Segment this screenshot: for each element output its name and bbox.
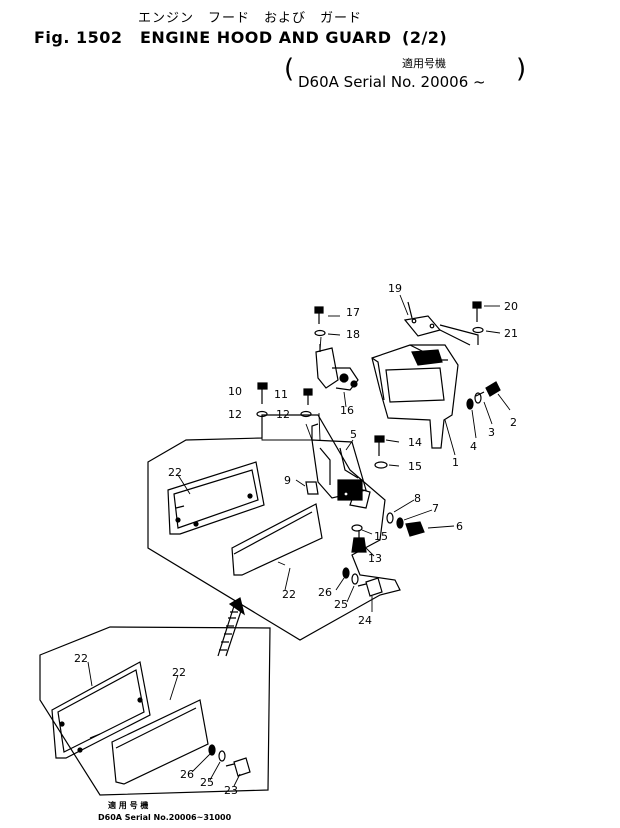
- callout-8: 8: [414, 492, 421, 505]
- inset-guard-part-22-b: [111, 699, 209, 785]
- callout-22-upper-b: 22: [282, 588, 296, 601]
- callout-22-upper-a: 22: [168, 466, 182, 479]
- plate-part-19: [403, 301, 479, 346]
- callout-19: 19: [388, 282, 402, 295]
- bolt-part-14: [374, 435, 385, 456]
- bolt-part-23: [225, 757, 251, 777]
- applicable-label-jp: 適用号機: [402, 57, 446, 70]
- bolt-part-11: [303, 388, 313, 405]
- hood-part-1: [371, 344, 459, 449]
- callout-24: 24: [358, 614, 372, 627]
- guard-part-22-upper-a: [167, 461, 265, 535]
- washer-part-26-inset: [208, 744, 216, 756]
- callout-16: 16: [340, 404, 354, 417]
- figure-number: Fig. 1502: [34, 28, 123, 47]
- callout-18: 18: [346, 328, 360, 341]
- inset-arrow: [217, 597, 245, 657]
- callout-23: 23: [224, 784, 238, 797]
- callout-17: 17: [346, 306, 360, 319]
- callout-10: 10: [228, 385, 242, 398]
- callout-12-left: 12: [228, 408, 242, 421]
- washer-part-12-left: [256, 410, 268, 418]
- callout-26-upper: 26: [318, 586, 332, 599]
- callout-4: 4: [470, 440, 477, 453]
- bolt-part-6: [405, 521, 425, 537]
- callout-21: 21: [504, 327, 518, 340]
- callout-25-inset: 25: [200, 776, 214, 789]
- leader-lines: [87, 294, 511, 787]
- guard-part-22-upper-b: [231, 503, 323, 576]
- washer-part-18: [314, 329, 326, 337]
- callout-7: 7: [432, 502, 439, 515]
- serial-open-paren: (: [284, 54, 295, 84]
- bolt-part-10: [257, 382, 268, 404]
- washer-part-15-upper: [374, 461, 388, 469]
- callout-11: 11: [274, 388, 288, 401]
- sheet-indicator: (2/2): [402, 28, 448, 47]
- figure-title: ENGINE HOOD AND GUARD: [140, 28, 392, 47]
- callout-5: 5: [350, 428, 357, 441]
- washer-part-4: [466, 398, 474, 410]
- washer-part-8: [386, 512, 394, 524]
- bolt-part-13: [351, 530, 367, 553]
- bolt-part-17: [314, 306, 324, 324]
- callout-numbers: 1 2 3 4 5 6 7 8 9 10 11 12 12 13 14 15 1…: [74, 282, 518, 797]
- block-part-9: [305, 481, 319, 495]
- callout-9: 9: [284, 474, 291, 487]
- inset-guard-part-22-a: [51, 661, 151, 759]
- callout-20: 20: [504, 300, 518, 313]
- callout-3: 3: [488, 426, 495, 439]
- inset-outline: [39, 626, 271, 796]
- inset-serial-range: D60A Serial No.20006~31000: [98, 813, 232, 822]
- callout-2: 2: [510, 416, 517, 429]
- bolt-part-20: [472, 301, 482, 322]
- serial-range: D60A Serial No. 20006 ~: [298, 73, 486, 91]
- washer-part-3: [474, 392, 482, 404]
- bolt-part-24: [357, 577, 383, 597]
- callout-1: 1: [452, 456, 459, 469]
- japanese-title: エンジン フード および ガード: [138, 11, 363, 26]
- callout-15-lower: 15: [374, 530, 388, 543]
- callout-26-inset: 26: [180, 768, 194, 781]
- washer-part-25-inset: [218, 750, 226, 762]
- washer-part-21: [472, 326, 484, 334]
- inset-applicable-label-jp: 適 用 号 機: [108, 801, 149, 810]
- washer-part-15-lower: [351, 524, 363, 532]
- callout-25-upper: 25: [334, 598, 348, 611]
- washer-part-26-upper: [342, 567, 350, 579]
- washer-part-7: [396, 517, 404, 529]
- washer-part-25-upper: [351, 573, 359, 585]
- callout-22-inset-b: 22: [172, 666, 186, 679]
- serial-close-paren: ): [516, 54, 527, 84]
- callout-14: 14: [408, 436, 422, 449]
- callout-13: 13: [368, 552, 382, 565]
- callout-22-inset-a: 22: [74, 652, 88, 665]
- callout-15-upper: 15: [408, 460, 422, 473]
- callout-12-right: 12: [276, 408, 290, 421]
- washer-part-12-right: [300, 410, 312, 418]
- bracket-part-16: [315, 344, 359, 391]
- frame-part-5: [311, 423, 371, 509]
- callout-6: 6: [456, 520, 463, 533]
